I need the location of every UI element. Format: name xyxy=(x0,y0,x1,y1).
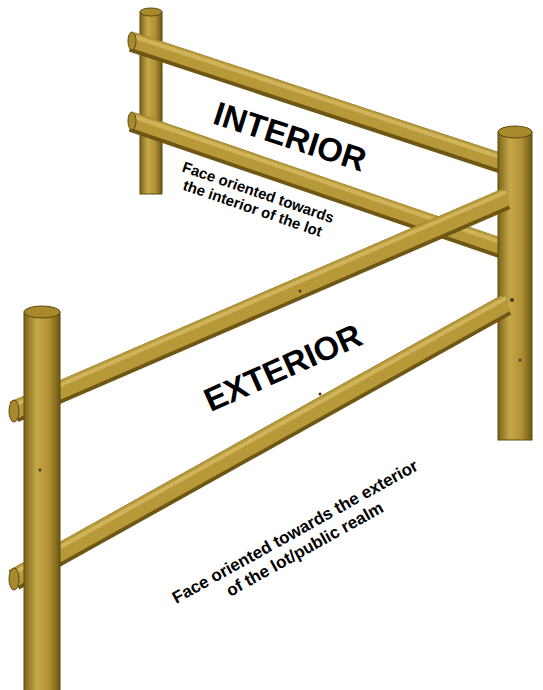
right-post xyxy=(498,126,532,440)
front-rails xyxy=(9,192,506,590)
front-post xyxy=(24,306,60,690)
